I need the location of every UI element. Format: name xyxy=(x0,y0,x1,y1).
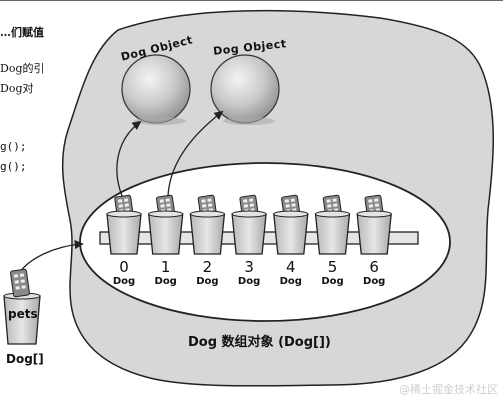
slot-cup-rim xyxy=(356,210,392,218)
remote-button xyxy=(243,204,249,208)
slot-cup xyxy=(356,213,392,255)
remote-button xyxy=(207,203,213,207)
array-index-type-5: Dog xyxy=(321,276,344,287)
array-index-3: 3 xyxy=(244,258,254,276)
remote-button xyxy=(207,198,212,202)
remote-button xyxy=(201,199,206,203)
remote-button xyxy=(368,204,374,208)
slot-cup-rim xyxy=(106,210,142,218)
remote-button xyxy=(202,204,207,208)
array-slots xyxy=(99,194,419,255)
left-text-line-3: Dog对 xyxy=(0,82,34,95)
slot-cup-rim xyxy=(189,210,225,218)
array-index-type-6: Dog xyxy=(363,276,386,287)
array-slot-0 xyxy=(106,194,142,255)
remote-button xyxy=(166,203,171,207)
remote-button xyxy=(159,199,165,203)
array-index-1: 1 xyxy=(160,258,171,276)
array-index-type-1: Dog xyxy=(154,276,177,287)
slot-cup xyxy=(231,213,267,255)
array-caption: Dog 数组对象 (Dog[]) xyxy=(188,335,331,350)
dog-object-1 xyxy=(121,54,191,125)
remote-button xyxy=(118,204,124,208)
remote-button xyxy=(248,198,254,202)
remote-button xyxy=(327,204,332,208)
watermark: @稀土掘金技术社区 xyxy=(399,383,498,396)
array-slot-6 xyxy=(356,194,392,255)
slot-cup xyxy=(147,213,184,255)
pets-variable-type: Dog[] xyxy=(6,352,44,366)
array-slot-3 xyxy=(231,194,267,255)
pets-variable-name: pets xyxy=(8,307,38,321)
remote-button xyxy=(326,199,331,203)
remote-button xyxy=(249,203,255,207)
slot-cup-rim xyxy=(315,210,350,218)
slot-cup xyxy=(106,213,142,255)
array-index-5: 5 xyxy=(327,258,338,276)
remote-button xyxy=(165,198,170,202)
arrow-slot0-to-dog1 xyxy=(116,120,142,197)
array-index-type-0: Dog xyxy=(112,276,136,287)
array-slot-2 xyxy=(189,194,226,255)
left-text-line-5: g(); xyxy=(0,160,27,173)
remote-button xyxy=(124,203,129,207)
top-rule xyxy=(0,0,503,1)
remote-button xyxy=(284,199,290,203)
array-index-type-3: Dog xyxy=(237,276,261,287)
remote-button xyxy=(333,203,338,207)
slot-cup xyxy=(273,213,309,255)
remote-button xyxy=(374,198,379,202)
left-page-text: …们赋值 Dog的引 Dog对 g(); g(); xyxy=(0,0,60,190)
remote-button xyxy=(290,198,296,202)
remote-button xyxy=(374,203,380,207)
slot-cup xyxy=(314,213,351,255)
remote-button xyxy=(332,198,337,202)
pets-reference xyxy=(3,268,41,345)
arrow-slot1-to-dog2 xyxy=(167,110,224,197)
array-index-6: 6 xyxy=(369,258,379,276)
sphere-shadow-2 xyxy=(223,117,275,125)
arrow-pets-to-array xyxy=(19,240,84,273)
slot-cup-rim xyxy=(273,210,309,218)
remote-button xyxy=(291,203,296,207)
remote-button xyxy=(243,199,248,203)
remote-button xyxy=(368,199,373,203)
remote-button xyxy=(160,204,165,208)
remote-button xyxy=(123,198,129,202)
remote-button xyxy=(285,204,290,208)
dog-object-sphere-1 xyxy=(121,54,191,124)
slot-cup-rim xyxy=(231,210,267,218)
array-slot-1 xyxy=(147,194,184,255)
left-text-line-1: …们赋值 xyxy=(0,26,44,39)
dog-object-2 xyxy=(210,54,280,125)
sphere-shadow-1 xyxy=(134,117,186,125)
remote-icon xyxy=(10,268,30,298)
slot-cup-rim xyxy=(148,210,184,218)
slot-cup xyxy=(189,213,226,255)
array-index-type-4: Dog xyxy=(279,276,302,287)
remote-button xyxy=(117,199,123,203)
array-index-2: 2 xyxy=(202,258,213,276)
left-text-line-4: g(); xyxy=(0,140,27,153)
array-slot-5 xyxy=(314,194,351,255)
array-index-type-2: Dog xyxy=(196,276,219,287)
array-slot-4 xyxy=(273,194,309,255)
array-index-0: 0 xyxy=(119,258,129,276)
array-index-4: 4 xyxy=(286,258,296,276)
left-text-line-2: Dog的引 xyxy=(0,62,45,75)
